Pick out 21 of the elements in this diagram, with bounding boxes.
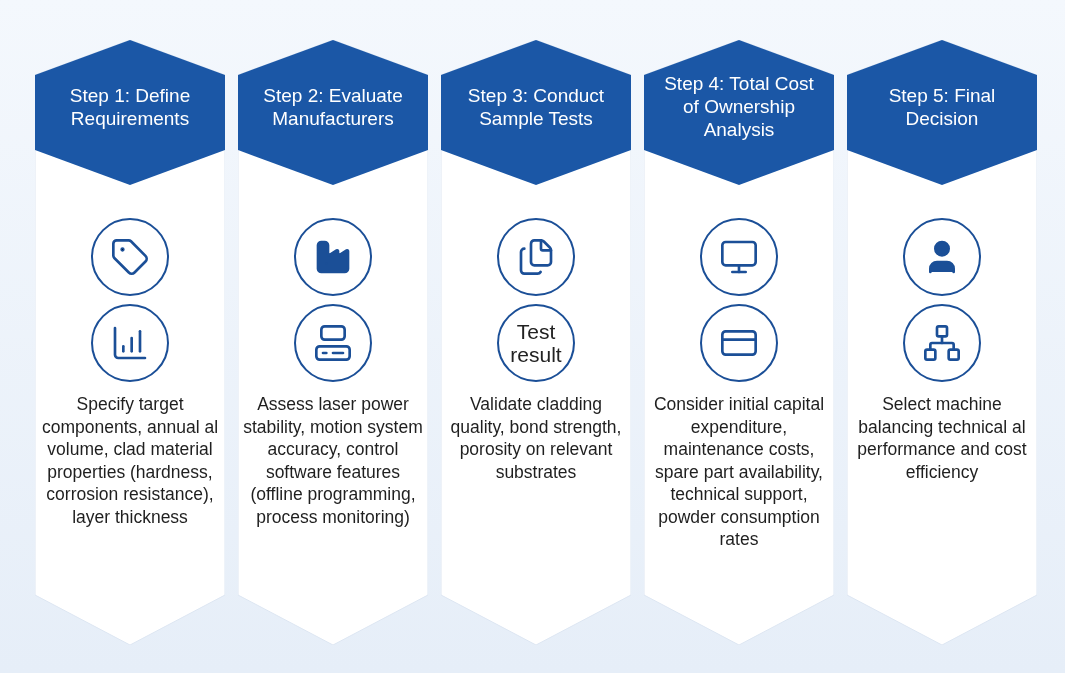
- step-title: Step 5: Final Decision: [887, 83, 997, 130]
- step-card: [441, 40, 631, 645]
- step-title: Step 3: Conduct Sample Tests: [466, 83, 606, 130]
- step-description: Consider initial capital expenditure, maintenance costs, spare part availability, technical support, powder consumption rates: [652, 393, 826, 551]
- step-header-hexagon: [238, 40, 428, 185]
- step-description: Assess laser power stability, motion system accuracy, control software features (offline programming, process monitoring): [242, 393, 424, 528]
- step-header-hexagon: [847, 40, 1037, 185]
- step-card: [847, 40, 1037, 645]
- step-title: Step 4: Total Cost of Ownership Analysis: [663, 72, 815, 141]
- step-card: [644, 40, 834, 645]
- step-card: [238, 40, 428, 645]
- step-description: Validate cladding quality, bond strength, porosity on relevant substrates: [449, 393, 623, 483]
- step-card: [35, 40, 225, 645]
- step-header-hexagon: [644, 40, 834, 185]
- step-description: Specify target components, annual al volume, clad material properties (hardness, corrosion resistance), layer thickness: [40, 393, 220, 528]
- step-title: Step 1: Define Requirements: [68, 83, 192, 130]
- circle-label: Test result: [509, 320, 563, 366]
- step-title: Step 2: Evaluate Manufacturers: [262, 83, 404, 130]
- step-header-hexagon: [35, 40, 225, 185]
- step-description: Select machine balancing technical al performance and cost efficiency: [856, 393, 1028, 483]
- step-header-hexagon: [441, 40, 631, 185]
